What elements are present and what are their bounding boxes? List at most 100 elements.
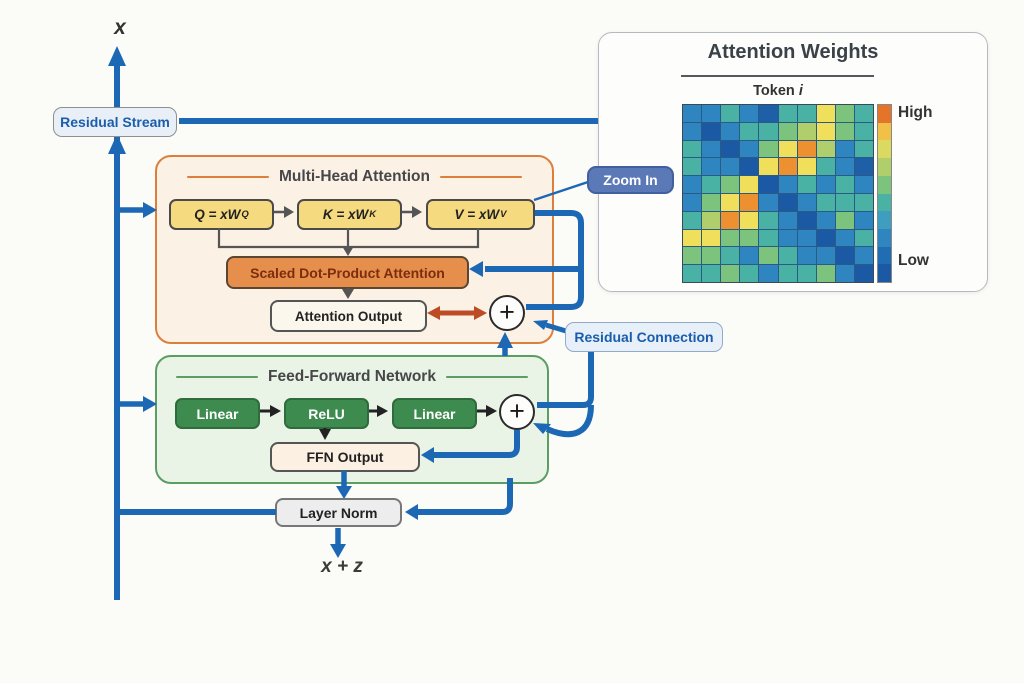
heatmap-cell — [683, 211, 702, 229]
heatmap-cell — [778, 140, 797, 158]
heatmap-cell — [778, 247, 797, 265]
heatmap-cell — [721, 193, 740, 211]
heatmap-cell — [721, 158, 740, 176]
title-underline — [681, 75, 874, 77]
heatmap-cell — [816, 176, 835, 193]
heatmap-cell — [759, 158, 778, 176]
plus-icon: + — [509, 395, 525, 426]
attention-weights-panel: Attention Weights Token i High Low — [598, 32, 988, 292]
heatmap-cell — [835, 229, 854, 247]
heatmap-cell — [683, 105, 702, 122]
heatmap-cell — [854, 247, 873, 265]
heatmap-cell — [816, 140, 835, 158]
heatmap-cell — [778, 211, 797, 229]
heatmap-cell — [721, 229, 740, 247]
heatmap-cell — [797, 211, 816, 229]
heatmap-cell — [816, 158, 835, 176]
heatmap-cell — [721, 122, 740, 140]
heatmap-cell — [740, 265, 759, 282]
zoom-in-text: Zoom In — [603, 172, 658, 188]
colorbar-segment — [878, 140, 891, 159]
mha-title-line-left — [187, 176, 270, 178]
heatmap-cell — [835, 140, 854, 158]
heatmap-cell — [797, 229, 816, 247]
residual-stream-text: Residual Stream — [60, 114, 170, 130]
mha-title-line-right — [439, 176, 522, 178]
feed-forward-network-block: Feed-Forward Network Linear ReLU Linear … — [155, 355, 549, 484]
heatmap-cell — [702, 193, 721, 211]
heatmap-cell — [778, 105, 797, 122]
q-formula: Q = xW — [194, 207, 241, 222]
heatmap-cell — [854, 229, 873, 247]
heatmap-cell — [721, 140, 740, 158]
heatmap-cell — [683, 158, 702, 176]
heatmap-cell — [759, 229, 778, 247]
heatmap-cell — [683, 122, 702, 140]
heatmap-cell — [702, 176, 721, 193]
colorbar-high-label: High — [898, 104, 933, 121]
heatmap-cell — [835, 176, 854, 193]
arrow-up-into-residual-stream — [108, 134, 126, 154]
token-i-axis-label: Token i — [682, 83, 874, 99]
colorbar-segment — [878, 193, 891, 212]
heatmap-cell — [721, 176, 740, 193]
heatmap-cell — [816, 211, 835, 229]
heatmap-cell — [797, 265, 816, 282]
heatmap-cell — [797, 140, 816, 158]
arrow-up-to-x — [108, 46, 126, 66]
heatmap-cell — [797, 122, 816, 140]
heatmap-cell — [778, 229, 797, 247]
heatmap-cell — [683, 247, 702, 265]
scaled-dot-product-attention-box: Scaled Dot-Product Attention — [226, 256, 469, 289]
heatmap-cell — [816, 229, 835, 247]
attention-heatmap — [682, 104, 874, 283]
attention-output-box: Attention Output — [270, 300, 427, 332]
residual-curve-to-plus2 — [545, 404, 594, 438]
heatmap-cell — [835, 122, 854, 140]
heatmap-cell — [702, 122, 721, 140]
heatmap-cell — [797, 176, 816, 193]
heatmap-cell — [816, 247, 835, 265]
attention-weights-title: Attention Weights — [707, 41, 879, 63]
ffn-title-line-right — [445, 376, 528, 378]
token-index-var: i — [798, 83, 803, 99]
relu-text: ReLU — [308, 405, 345, 422]
heatmap-cell — [854, 158, 873, 176]
heatmap-cell — [835, 211, 854, 229]
heatmap-cell — [759, 247, 778, 265]
q-superscript: Q — [241, 209, 249, 220]
heatmap-cell — [702, 211, 721, 229]
linear-1-text: Linear — [196, 405, 239, 422]
heatmap-cell — [835, 158, 854, 176]
heatmap-cell — [740, 247, 759, 265]
k-superscript: K — [369, 209, 377, 220]
residual-stream-label: Residual Stream — [53, 107, 177, 137]
heatmap-cell — [721, 105, 740, 122]
heatmap-cell — [778, 265, 797, 282]
heatmap-cell — [759, 176, 778, 193]
plus-icon: + — [499, 296, 515, 327]
colorbar-segment — [878, 211, 891, 229]
attention-output-text: Attention Output — [294, 308, 403, 324]
colorbar-segment — [878, 228, 891, 247]
relu-layer-box: ReLU — [284, 398, 369, 429]
heatmap-cell — [759, 211, 778, 229]
heatmap-cell — [854, 176, 873, 193]
heatmap-cell — [740, 193, 759, 211]
heatmap-cell — [778, 176, 797, 193]
heatmap-cell — [721, 265, 740, 282]
heatmap-cell — [854, 122, 873, 140]
residual-connection-text: Residual Connection — [574, 329, 714, 345]
heatmap-cell — [778, 158, 797, 176]
heatmap-cell — [740, 229, 759, 247]
heatmap-cell — [702, 158, 721, 176]
heatmap-cell — [797, 105, 816, 122]
heatmap-cell — [797, 193, 816, 211]
heatmap-cell — [702, 265, 721, 282]
linear-2-text: Linear — [413, 405, 456, 422]
colorbar-segment — [878, 158, 891, 176]
layer-norm-box: Layer Norm — [275, 498, 402, 527]
scaled-dot-product-text: Scaled Dot-Product Attention — [250, 264, 445, 281]
